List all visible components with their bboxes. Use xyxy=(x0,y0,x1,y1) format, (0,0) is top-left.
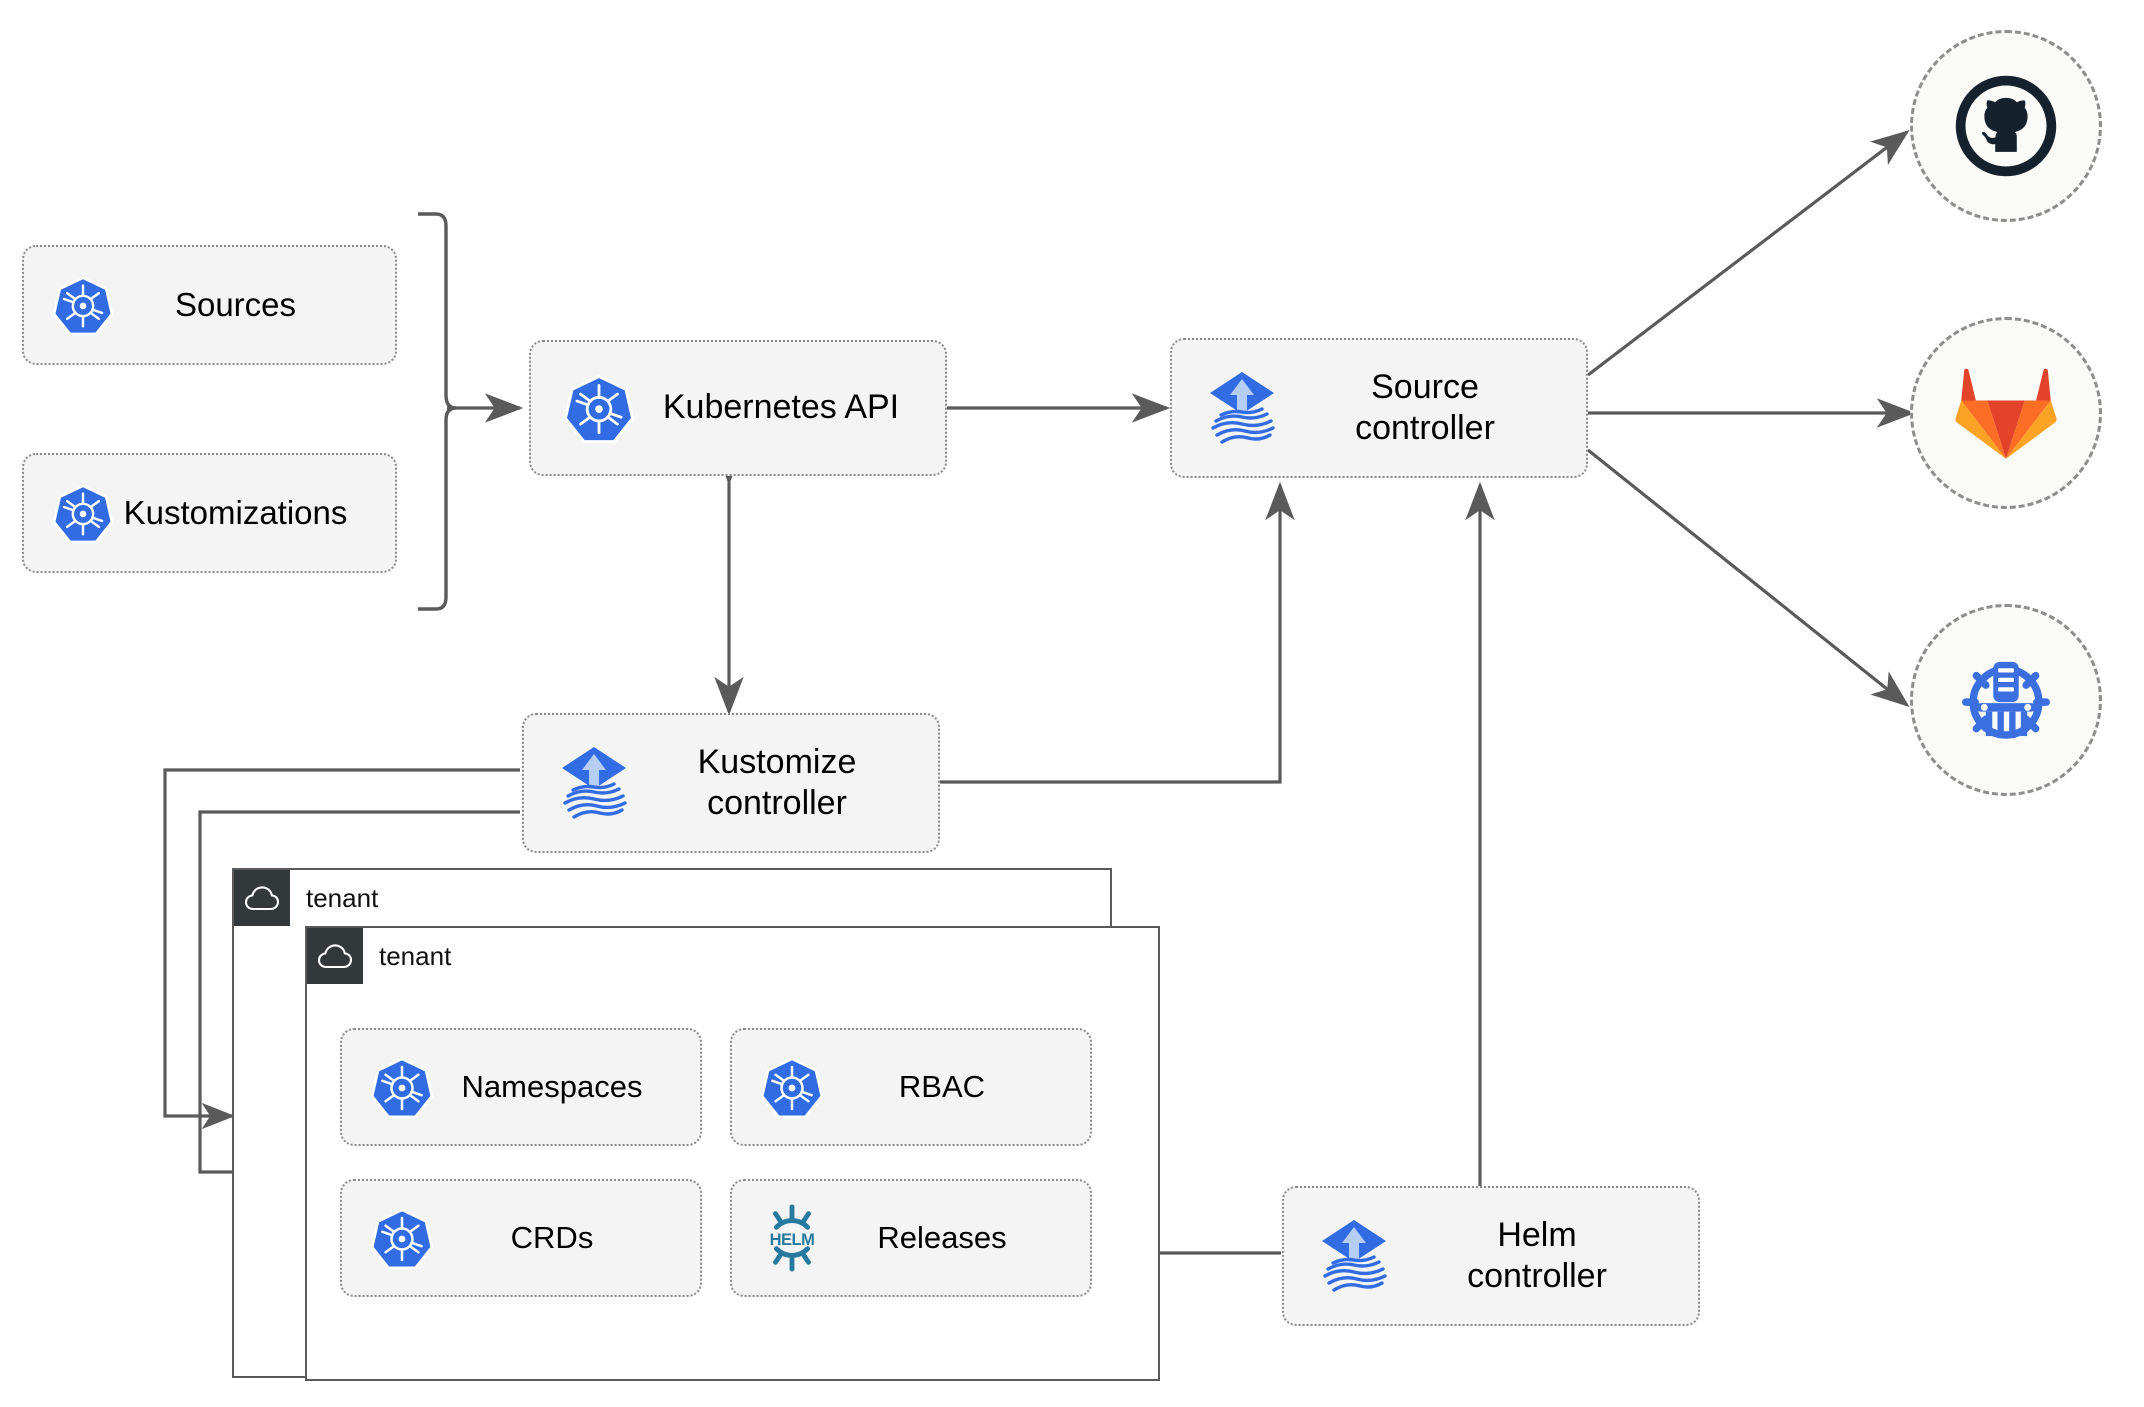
tenant-object-namespaces[interactable]: Namespaces xyxy=(340,1028,702,1146)
repo-circle-helm-repository[interactable] xyxy=(1910,604,2102,796)
kubernetes-icon xyxy=(364,1055,440,1119)
helm-icon: HELM xyxy=(754,1203,830,1273)
cloud-icon xyxy=(307,928,363,984)
kubernetes-icon xyxy=(364,1206,440,1270)
resource-label-sources: Sources xyxy=(174,285,297,323)
kubernetes-icon xyxy=(46,482,120,544)
tenant-label-back: tenant xyxy=(306,882,379,913)
kubernetes-icon xyxy=(754,1055,830,1119)
node-kustomize-controller[interactable]: Kustomize controller xyxy=(522,713,940,853)
node-label-kubernetes-api: Kubernetes API xyxy=(662,388,900,427)
tenant-object-label-releases: Releases xyxy=(877,1220,1007,1256)
node-label-helm-controller: Helm controller xyxy=(1467,1215,1607,1295)
tenant-object-rbac[interactable]: RBAC xyxy=(730,1028,1092,1146)
resource-box-kustomizations[interactable]: Kustomizations xyxy=(22,453,397,573)
tenant-object-crds[interactable]: CRDs xyxy=(340,1179,702,1297)
github-icon xyxy=(1955,75,2057,177)
tenant-object-label-namespaces: Namespaces xyxy=(461,1069,643,1105)
flux-icon xyxy=(548,743,640,823)
tenant-header-back: tenant xyxy=(234,870,378,926)
cloud-icon xyxy=(234,870,290,926)
node-kubernetes-api[interactable]: Kubernetes API xyxy=(529,340,947,476)
resource-box-sources[interactable]: Sources xyxy=(22,245,397,365)
kubernetes-icon xyxy=(46,274,120,336)
flux-icon xyxy=(1196,368,1288,448)
node-helm-controller[interactable]: Helm controller xyxy=(1282,1186,1700,1326)
resource-label-kustomizations: Kustomizations xyxy=(123,493,348,531)
svg-text:HELM: HELM xyxy=(770,1230,815,1249)
repo-circle-github[interactable] xyxy=(1910,30,2102,222)
tenant-header-front: tenant xyxy=(307,928,451,984)
node-label-source-controller: Source controller xyxy=(1355,367,1495,447)
tenant-object-releases[interactable]: HELM Releases xyxy=(730,1179,1092,1297)
node-source-controller[interactable]: Source controller xyxy=(1170,338,1588,478)
tenant-object-label-rbac: RBAC xyxy=(898,1069,986,1105)
kubernetes-icon xyxy=(557,372,641,444)
node-label-kustomize-controller: Kustomize controller xyxy=(697,742,857,822)
flux-icon xyxy=(1308,1216,1400,1296)
gitlab-icon xyxy=(1955,368,2057,459)
helm-repository-icon xyxy=(1962,661,2050,739)
tenant-label-front: tenant xyxy=(379,940,452,971)
repo-circle-gitlab[interactable] xyxy=(1910,317,2102,509)
tenant-container-front: tenant xyxy=(305,926,1160,1381)
tenant-object-label-crds: CRDs xyxy=(510,1220,594,1256)
